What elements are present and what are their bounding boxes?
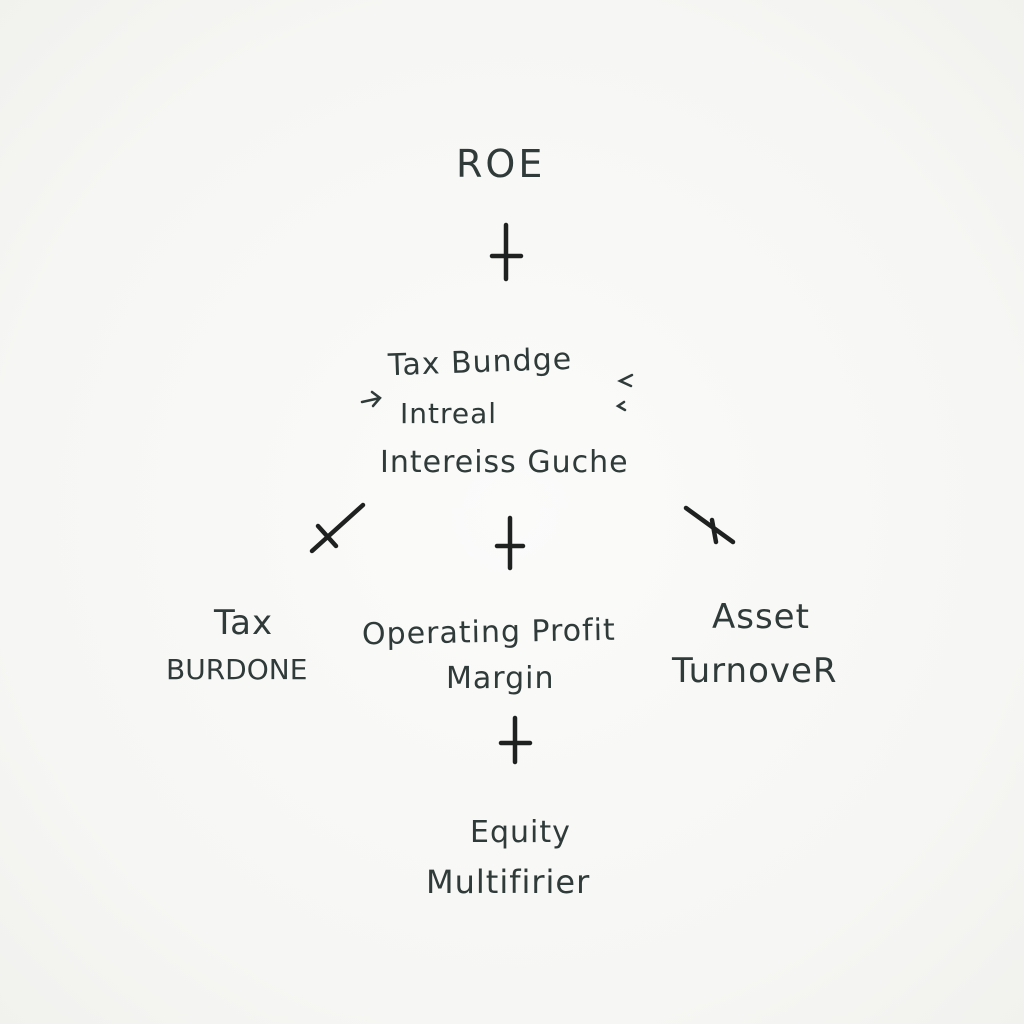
arrow-mark-left [360, 390, 382, 408]
middle-label-line-3: Intereiss Guche [380, 445, 629, 480]
tax-burden-label-line-2: BURDONE [166, 653, 308, 686]
branch-mark-left [309, 502, 366, 554]
middle-label-line-2: Intreal [400, 397, 498, 430]
tax-burden-label-line-1: Tax [214, 603, 274, 643]
middle-label-line-1: Tax Bundge [387, 341, 573, 384]
asset-turnover-label-line-2: TurnoveR [672, 651, 838, 691]
asset-turnover-label-line-1: Asset [712, 597, 810, 637]
operating-profit-margin-label-line-2: Margin [446, 661, 555, 696]
branch-mark-right [683, 505, 736, 545]
cross-mark-top [489, 222, 524, 282]
operating-profit-margin-label-line-1: Operating Profit [361, 612, 617, 653]
arrow-mark-right-2 [615, 400, 627, 412]
cross-mark-bottom [498, 715, 533, 765]
equity-multiplier-label-line-1: Equity [470, 815, 571, 850]
cross-mark-center [494, 515, 526, 571]
root-label-roe: ROE [456, 142, 546, 186]
arrow-mark-right-1 [617, 373, 634, 388]
equity-multiplier-label-line-2: Multifirier [426, 863, 591, 901]
